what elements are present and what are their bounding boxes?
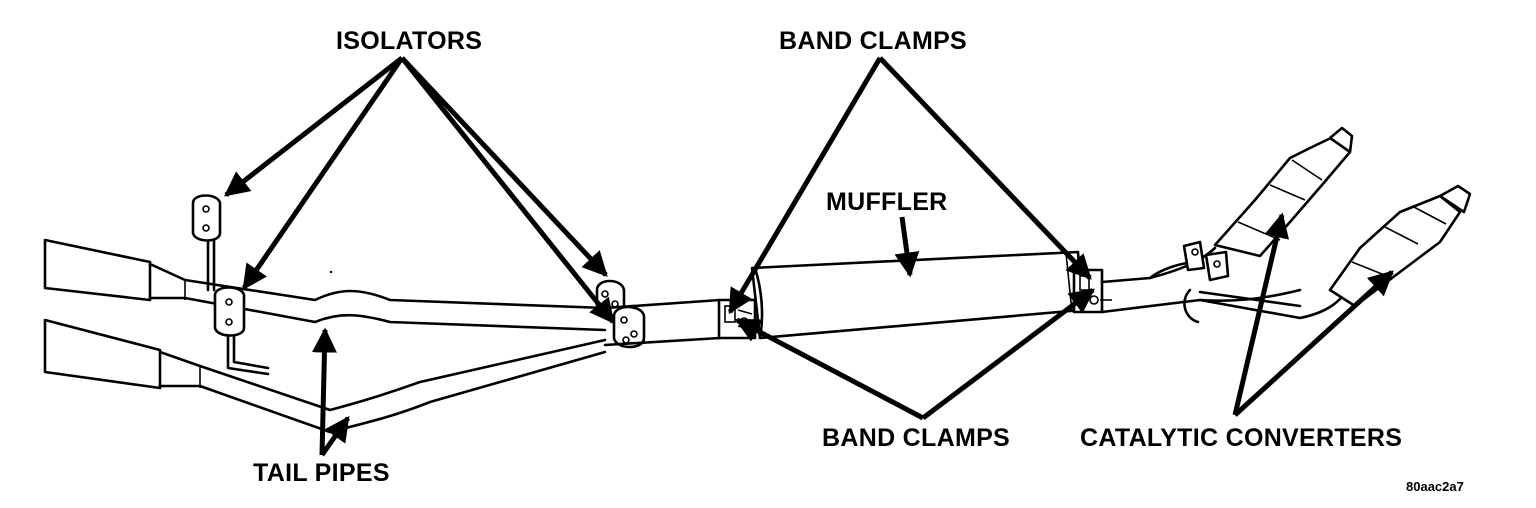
catalytic-converters-leader-1 bbox=[1232, 212, 1290, 416]
band-clamp-muffler-inlet bbox=[717, 298, 757, 340]
isolator-right-b bbox=[612, 305, 646, 349]
muffler-leader bbox=[894, 216, 920, 278]
band-clamps-top-leader-2 bbox=[878, 56, 1092, 280]
band-clamps-top-label: BAND CLAMPS bbox=[779, 27, 968, 55]
tail-pipe-upper bbox=[43, 238, 607, 332]
isolators-leader-2 bbox=[241, 56, 405, 291]
isolator-mid-left bbox=[213, 286, 246, 337]
intermediate-pipe bbox=[603, 298, 722, 347]
catalytic-converter-lower bbox=[1328, 184, 1472, 308]
tail-pipes-leader-2 bbox=[319, 415, 351, 457]
isolators-leader-3 bbox=[400, 56, 608, 277]
catalytic-converter-upper bbox=[1213, 126, 1354, 258]
catalytic-converters-label: CATALYTIC CONVERTERS bbox=[1080, 424, 1403, 452]
isolators-leader-1 bbox=[224, 56, 404, 197]
muffler bbox=[750, 250, 1084, 340]
isolator-upper-left bbox=[191, 194, 222, 242]
band-clamps-top-leader-1 bbox=[727, 56, 883, 315]
isolators-label: ISOLATORS bbox=[336, 27, 483, 55]
hanger-rod-lower bbox=[226, 328, 270, 376]
band-clamps-bottom-leader-2 bbox=[921, 288, 1095, 420]
tail-pipes-leader-1 bbox=[311, 327, 337, 456]
tail-pipes-label: TAIL PIPES bbox=[253, 459, 390, 487]
scan-dot bbox=[329, 270, 333, 274]
figure-code: 80aac2a7 bbox=[1406, 479, 1464, 494]
isolators-leader-4 bbox=[400, 56, 615, 324]
band-clamps-bottom-label: BAND CLAMPS bbox=[822, 424, 1011, 452]
catalytic-converters-leader-2 bbox=[1233, 270, 1394, 417]
band-clamps-bottom-leader-1 bbox=[734, 317, 925, 421]
muffler-label: MUFFLER bbox=[826, 188, 948, 216]
converter-bracket bbox=[1182, 240, 1230, 324]
